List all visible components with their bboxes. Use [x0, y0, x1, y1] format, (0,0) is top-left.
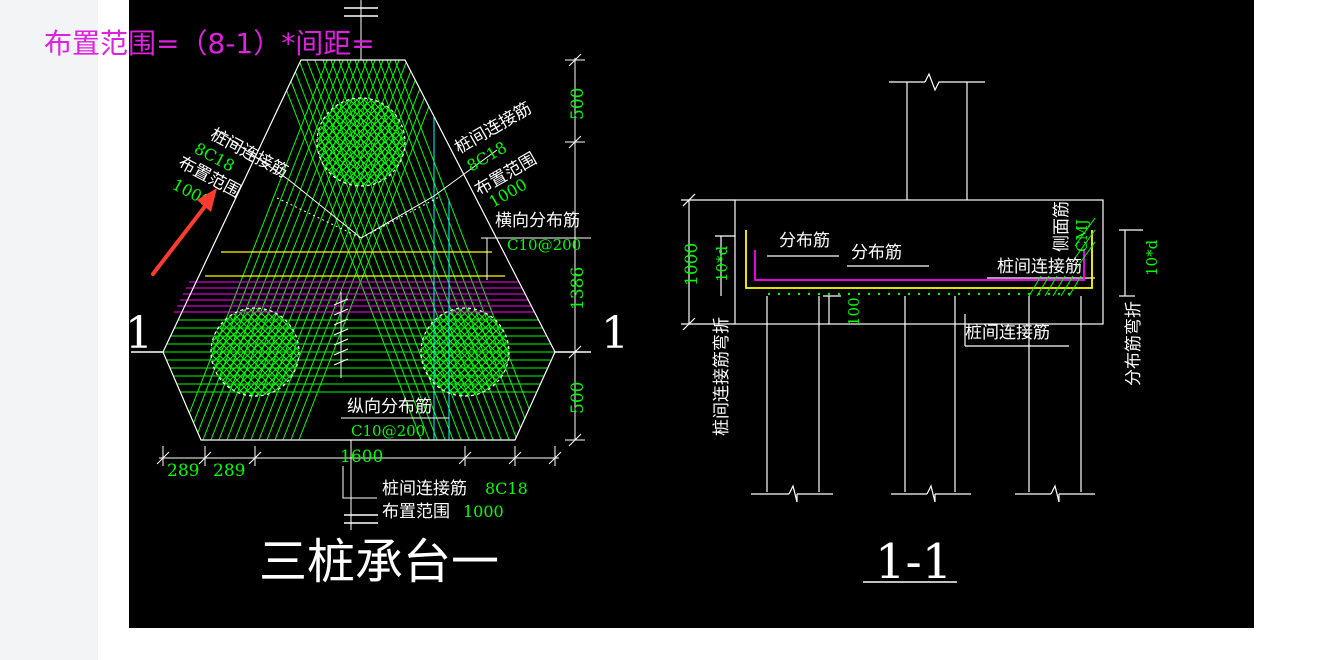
formula-note: 布置范围=（8-1）*间距= [44, 27, 375, 60]
vertical-bar-spec: C10@200 [351, 422, 425, 440]
pile-left [210, 307, 300, 397]
section-dim-1000: 1000 [682, 243, 702, 286]
hatch-left [276, 197, 362, 239]
plan-view: 1 1 500 1386 500 [129, 0, 629, 590]
dim-right-bottom: 500 [568, 382, 588, 414]
center-hatch-ticks [333, 298, 349, 366]
range-line-left [216, 129, 362, 239]
bottom-range-value: 1000 [463, 502, 504, 521]
range-line-right [360, 149, 498, 239]
connect-bar-strips [163, 60, 555, 440]
cad-canvas: 1 1 500 1386 500 [129, 0, 1161, 590]
section-mark-left: 1 [129, 308, 153, 359]
dim-right-lines [565, 53, 585, 447]
dim-bottom-1600: 1600 [340, 447, 383, 467]
bottom-range-label: 布置范围 [382, 502, 450, 522]
plan-title: 三桩承台一 [259, 534, 499, 590]
dim-right-top: 500 [568, 88, 588, 120]
left-gutter [0, 0, 98, 660]
cad-drawing: 1 1 500 1386 500 [129, 0, 1254, 628]
section-magenta-bar [754, 250, 1085, 281]
horizontal-bar-spec: C10@200 [507, 236, 581, 254]
section-dim-100: 100 [845, 297, 863, 326]
section-title: 1-1 [875, 534, 952, 590]
vertical-bar-name: 纵向分布筋 [347, 397, 432, 417]
vertical-dist-band [174, 281, 534, 313]
section-view [681, 72, 1143, 503]
dim-bottom-lines [156, 446, 562, 466]
horizontal-bar-name: 横向分布筋 [495, 211, 580, 231]
bottom-leader [342, 466, 377, 499]
bottom-connect-name: 桩间连接筋 [382, 479, 467, 499]
section-yellow-bar [745, 230, 1093, 289]
dim-bottom-289-b: 289 [213, 461, 245, 481]
section-dist1: 分布筋 [779, 231, 830, 251]
section-left-vertical: 桩间连接筋弯折 [712, 317, 732, 436]
section-dots [767, 292, 1071, 296]
section-dim-10d-right: 10*d [1143, 239, 1161, 276]
section-connect-bottom: 桩间连接筋 [965, 323, 1050, 343]
hatch-right [360, 195, 442, 239]
section-right-vertical: 分布筋弯折 [1124, 301, 1144, 386]
section-dist2: 分布筋 [851, 243, 902, 263]
section-side-bar: 侧面筋 [1052, 201, 1072, 252]
section-hatch [1028, 217, 1096, 297]
section-mark-right: 1 [601, 308, 629, 359]
red-arrow [151, 188, 217, 276]
section-connect-top: 桩间连接筋 [997, 257, 1082, 277]
bottom-connect-spec: 8C18 [485, 479, 528, 498]
section-side-spec: CMJ [1073, 219, 1091, 252]
pile-right [420, 307, 510, 397]
dim-right-mid: 1386 [568, 267, 588, 310]
dim-bottom-289-a: 289 [167, 461, 199, 481]
pile-top [316, 97, 406, 187]
section-dim-10d-left: 10*d [713, 245, 731, 282]
